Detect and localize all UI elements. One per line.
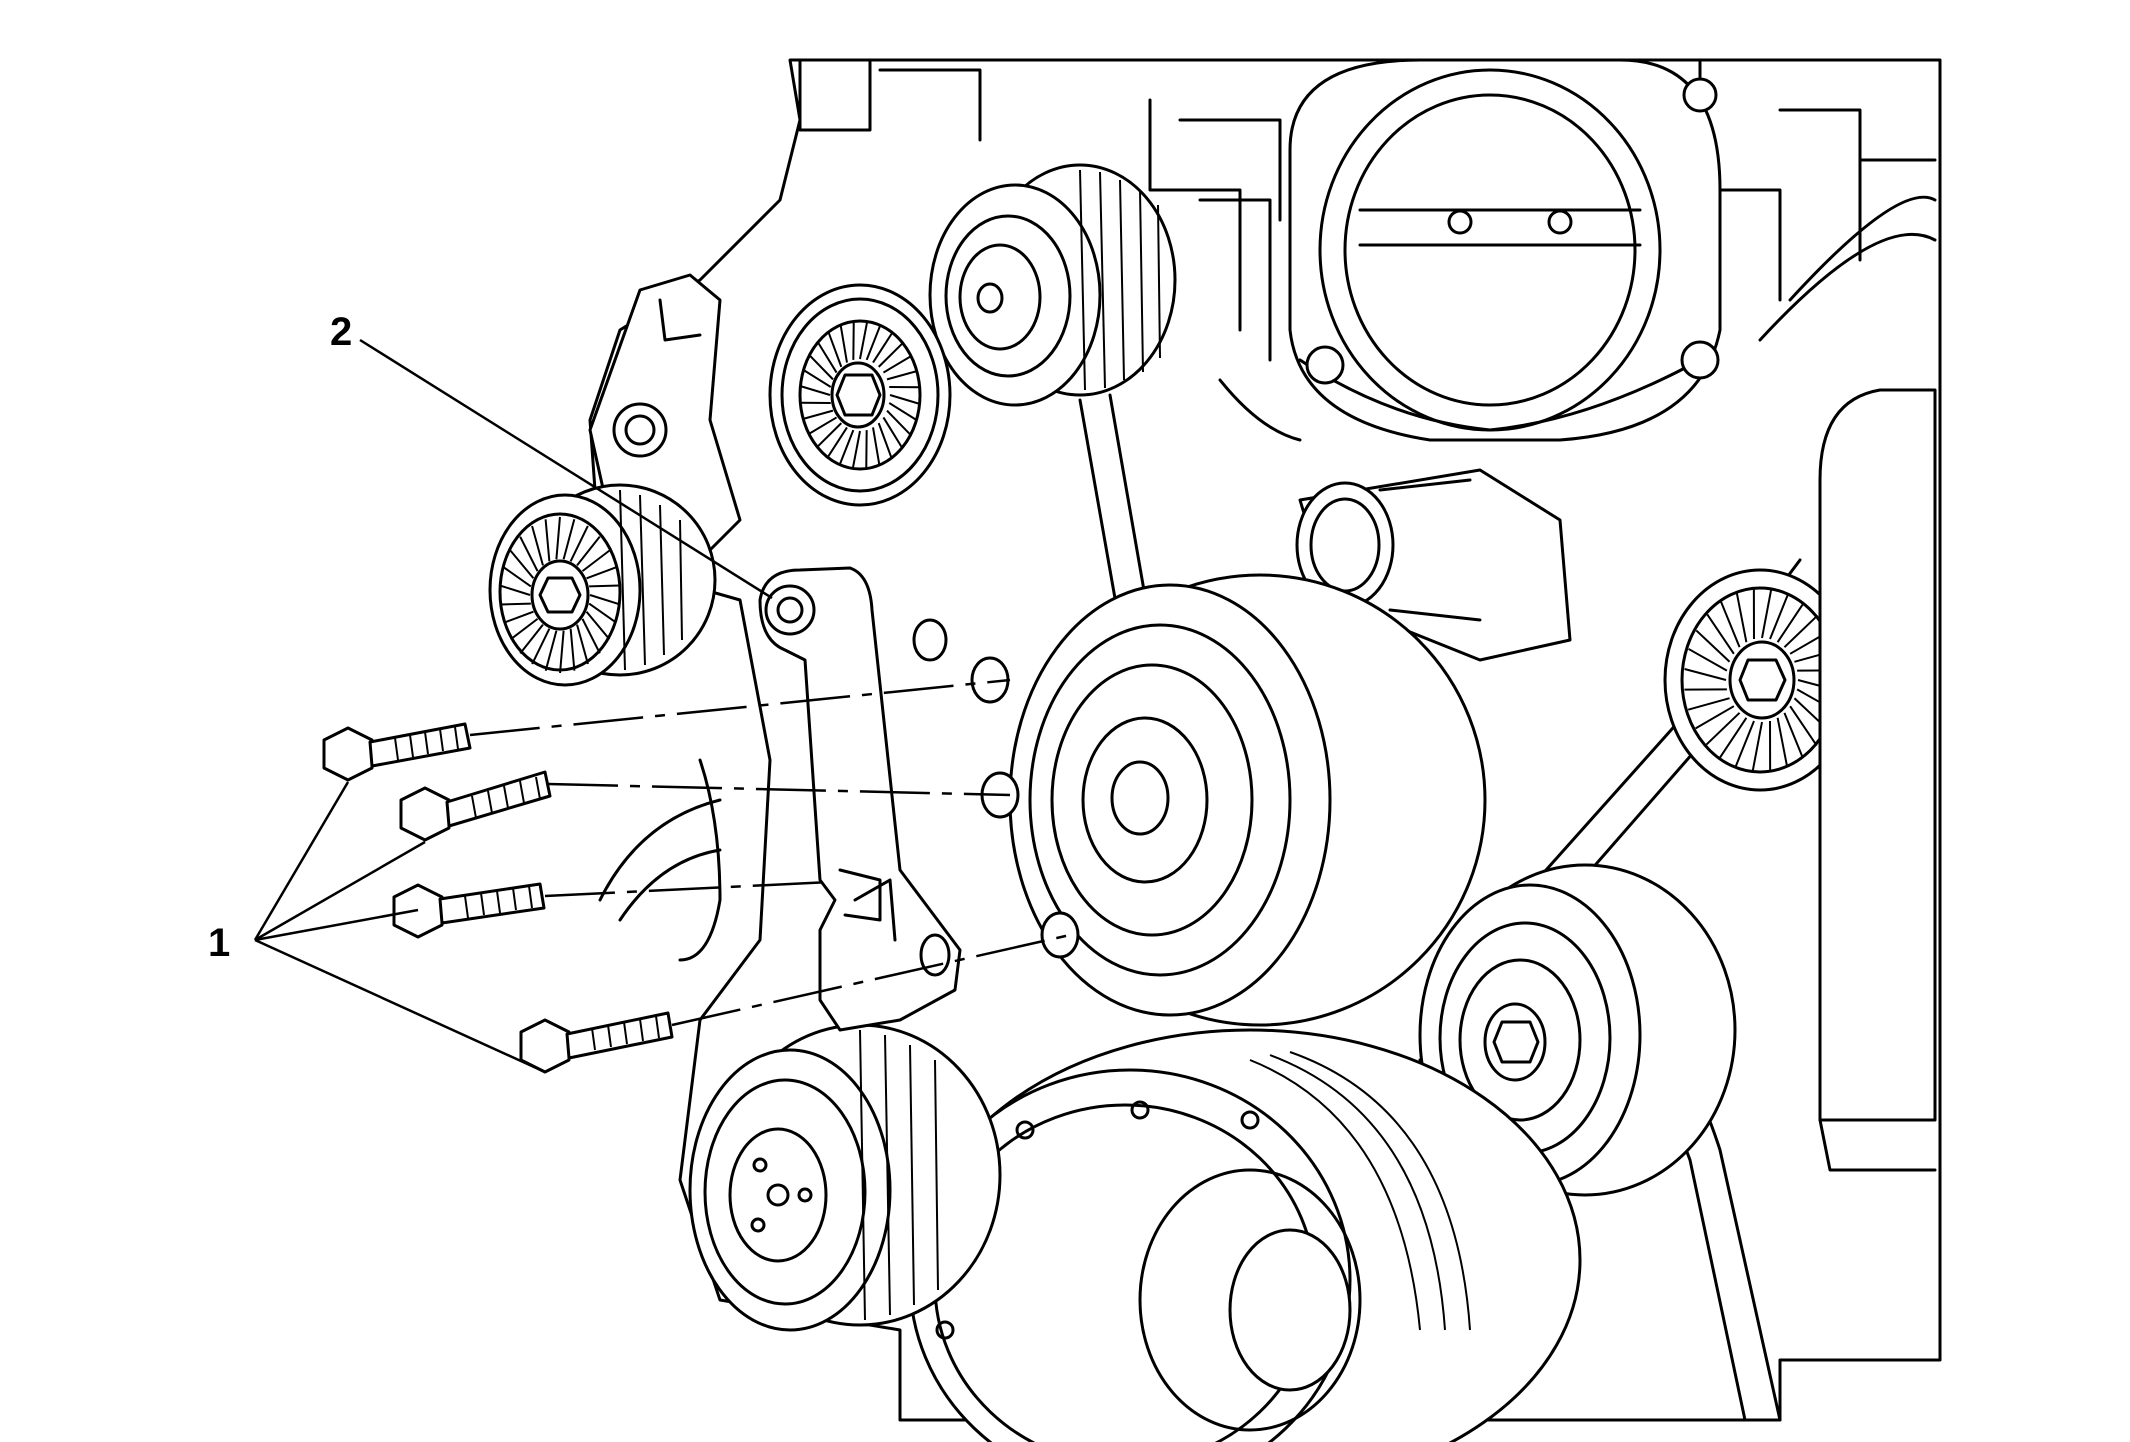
ac-compressor (688, 1023, 1002, 1332)
callout-leaders (253, 338, 773, 1074)
pulley-rib (877, 422, 893, 459)
pulley-rib (503, 566, 532, 588)
pulley-rib (872, 332, 894, 364)
pulley-rib (826, 426, 848, 458)
pulley-rib (886, 409, 912, 436)
pulley-rib (509, 550, 535, 579)
pulley-rib (503, 610, 534, 624)
pulley-rib (878, 342, 904, 368)
pulley-rib (531, 525, 544, 566)
pulley-rib (544, 519, 551, 562)
pulley-rib (581, 549, 610, 572)
bolts (322, 722, 674, 1074)
pulley-rib (808, 416, 838, 435)
pulley-rib (569, 525, 589, 562)
pulley-rib (589, 584, 620, 588)
pulley-rib (882, 355, 912, 374)
pulley-rib (1789, 705, 1818, 747)
pulley-rib (559, 630, 565, 674)
bolt (519, 1011, 674, 1074)
bolt (322, 722, 472, 782)
pulley-rib (544, 630, 558, 672)
pulley-rib (888, 402, 918, 421)
mounting-bosses (912, 618, 1080, 959)
pulley-rib (519, 624, 544, 655)
pulley-rib (500, 602, 531, 606)
pulley-rib (1769, 593, 1790, 640)
pulley-rib (576, 535, 601, 566)
right-side-pipe (1758, 195, 1937, 1172)
pulley-rib (531, 628, 551, 665)
left-idler-pulley (488, 483, 717, 687)
callout-2: 2 (330, 310, 352, 354)
right-idler-pulley (1663, 568, 1857, 792)
pulley-rib (865, 324, 882, 361)
pulley-rib (1783, 614, 1819, 648)
pulley-rib (800, 385, 831, 396)
pulley-rib (1751, 721, 1763, 772)
pulley-rib (1719, 717, 1748, 759)
pulley-rib (839, 324, 848, 363)
pulley-rib (586, 566, 617, 580)
pulley-rib (519, 536, 539, 572)
pulley-rib (1735, 592, 1748, 643)
pulley-rib (817, 341, 838, 374)
pulley-rib (1734, 720, 1755, 767)
generator-bracket (758, 566, 962, 1032)
pulley-rib (872, 427, 881, 466)
pulley-rib (569, 628, 576, 671)
pulley-rib (802, 409, 834, 420)
pulley-rib (562, 518, 576, 560)
pulley-rib (555, 516, 561, 560)
pulley-rib (1695, 705, 1735, 730)
pulley-rib (1776, 601, 1805, 643)
pulley-rib (1687, 697, 1730, 711)
upper-left-idler-pulley (768, 283, 952, 507)
alignment-lines (469, 678, 1071, 1027)
pulley-rib (827, 331, 843, 368)
pulley-rib (1684, 668, 1727, 681)
pulley-rib (1776, 717, 1789, 768)
pulley-rib (585, 611, 611, 640)
timing-cover-detail (598, 758, 722, 962)
pulley-rib (1761, 588, 1773, 639)
upper-idler-pulley (928, 163, 1177, 407)
pulley-rib (589, 594, 620, 606)
pulley-rib (808, 354, 834, 381)
callout-1: 1 (208, 921, 230, 965)
pulley-rib (500, 584, 531, 596)
pulley-rib (1695, 629, 1731, 663)
pulley-rib (1720, 601, 1741, 648)
pulley-rib (588, 602, 617, 624)
pulley-rib (1705, 712, 1741, 746)
throttle-body (1288, 58, 1722, 442)
pulley-rib (838, 429, 855, 466)
crankshaft-balancer (908, 1028, 1582, 1442)
pulley-rib (886, 370, 918, 381)
pulley-rib (851, 430, 861, 469)
pulley-rib (859, 321, 869, 360)
pulley-rib (510, 618, 539, 641)
pulley-rib (802, 369, 832, 388)
pulley-rib (581, 618, 601, 654)
water-pump-pulley (1008, 573, 1487, 1027)
pulley-rib (576, 624, 589, 665)
pulley-rib (816, 422, 842, 448)
pulley-rib (1706, 613, 1735, 655)
bolt (399, 770, 552, 842)
pulley-rib (1783, 712, 1804, 759)
pulley-rib (882, 416, 903, 449)
pulley-rib (889, 394, 920, 405)
pulley-rib (1688, 648, 1728, 672)
